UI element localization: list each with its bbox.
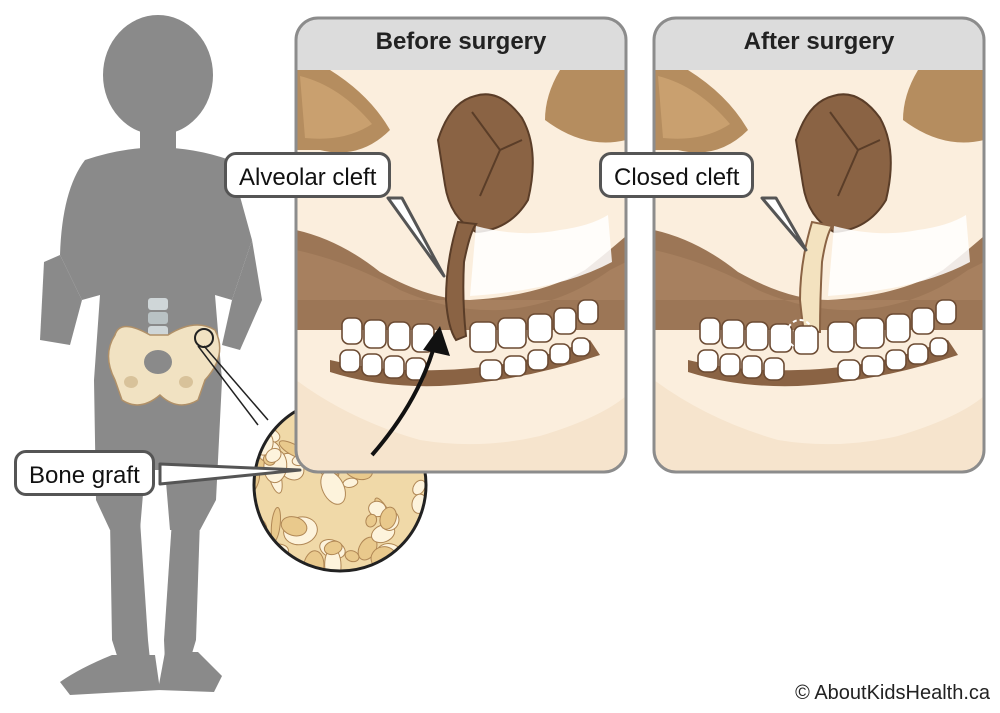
tooth [719,353,741,377]
closed-cleft-label: Closed cleft [599,152,755,198]
tooth [549,343,571,365]
bone-graft-granule [265,447,282,463]
bone-graft-granule [323,540,343,556]
bone-graft-granule [344,550,360,563]
tooth [793,325,819,355]
alveolar-cleft-pointer [386,196,446,278]
graft-arrow [370,339,438,457]
bone-graft-pointer [158,462,302,486]
alveolar-cleft-label: Alveolar cleft [224,152,392,198]
tooth [769,323,793,353]
tooth [721,319,745,349]
tooth [837,359,861,381]
pelvis-bone [107,298,221,406]
tooth [935,299,957,325]
tooth [855,317,885,349]
bone-graft-granule [254,549,281,568]
bone-graft-granule [379,506,397,530]
bone-graft-granule [412,479,426,496]
tooth [571,337,591,357]
tooth [341,317,363,345]
tooth [741,355,763,379]
tooth [553,307,577,335]
after-surgery-title: After surgery [743,28,895,55]
tooth [697,349,719,373]
tooth [929,337,949,357]
tooth [383,355,405,379]
tooth [339,349,361,373]
tooth [577,299,599,325]
child-silhouette [40,15,262,695]
bone-graft-granule [280,516,308,537]
tooth [699,317,721,345]
bone-graft-granule [255,399,282,416]
graft-arrowhead [423,326,450,356]
bone-graft-granule [365,513,378,528]
after-surgery-panel [652,16,986,474]
copyright-text: © AboutKidsHealth.ca [795,682,990,704]
tooth [363,319,387,349]
tooth [387,321,411,351]
tooth [827,321,855,353]
tooth [479,359,503,381]
graft-leader-line-1 [203,345,269,421]
graft-leader-line-2 [197,345,259,426]
tooth [861,355,885,377]
tooth [497,317,527,349]
tooth [527,349,549,371]
tooth [885,313,911,343]
tooth [469,321,497,353]
bone-graft-label: Bone graft [14,450,155,496]
tooth [527,313,553,343]
before-surgery-panel [294,16,628,474]
tooth [745,321,769,351]
tooth [885,349,907,371]
bone-graft-granule [260,403,277,419]
tooth [361,353,383,377]
tooth [911,307,935,335]
tooth [907,343,929,365]
tooth [763,357,785,381]
before-surgery-title: Before surgery [375,28,547,55]
closed-cleft-pointer [760,196,808,252]
tooth [503,355,527,377]
